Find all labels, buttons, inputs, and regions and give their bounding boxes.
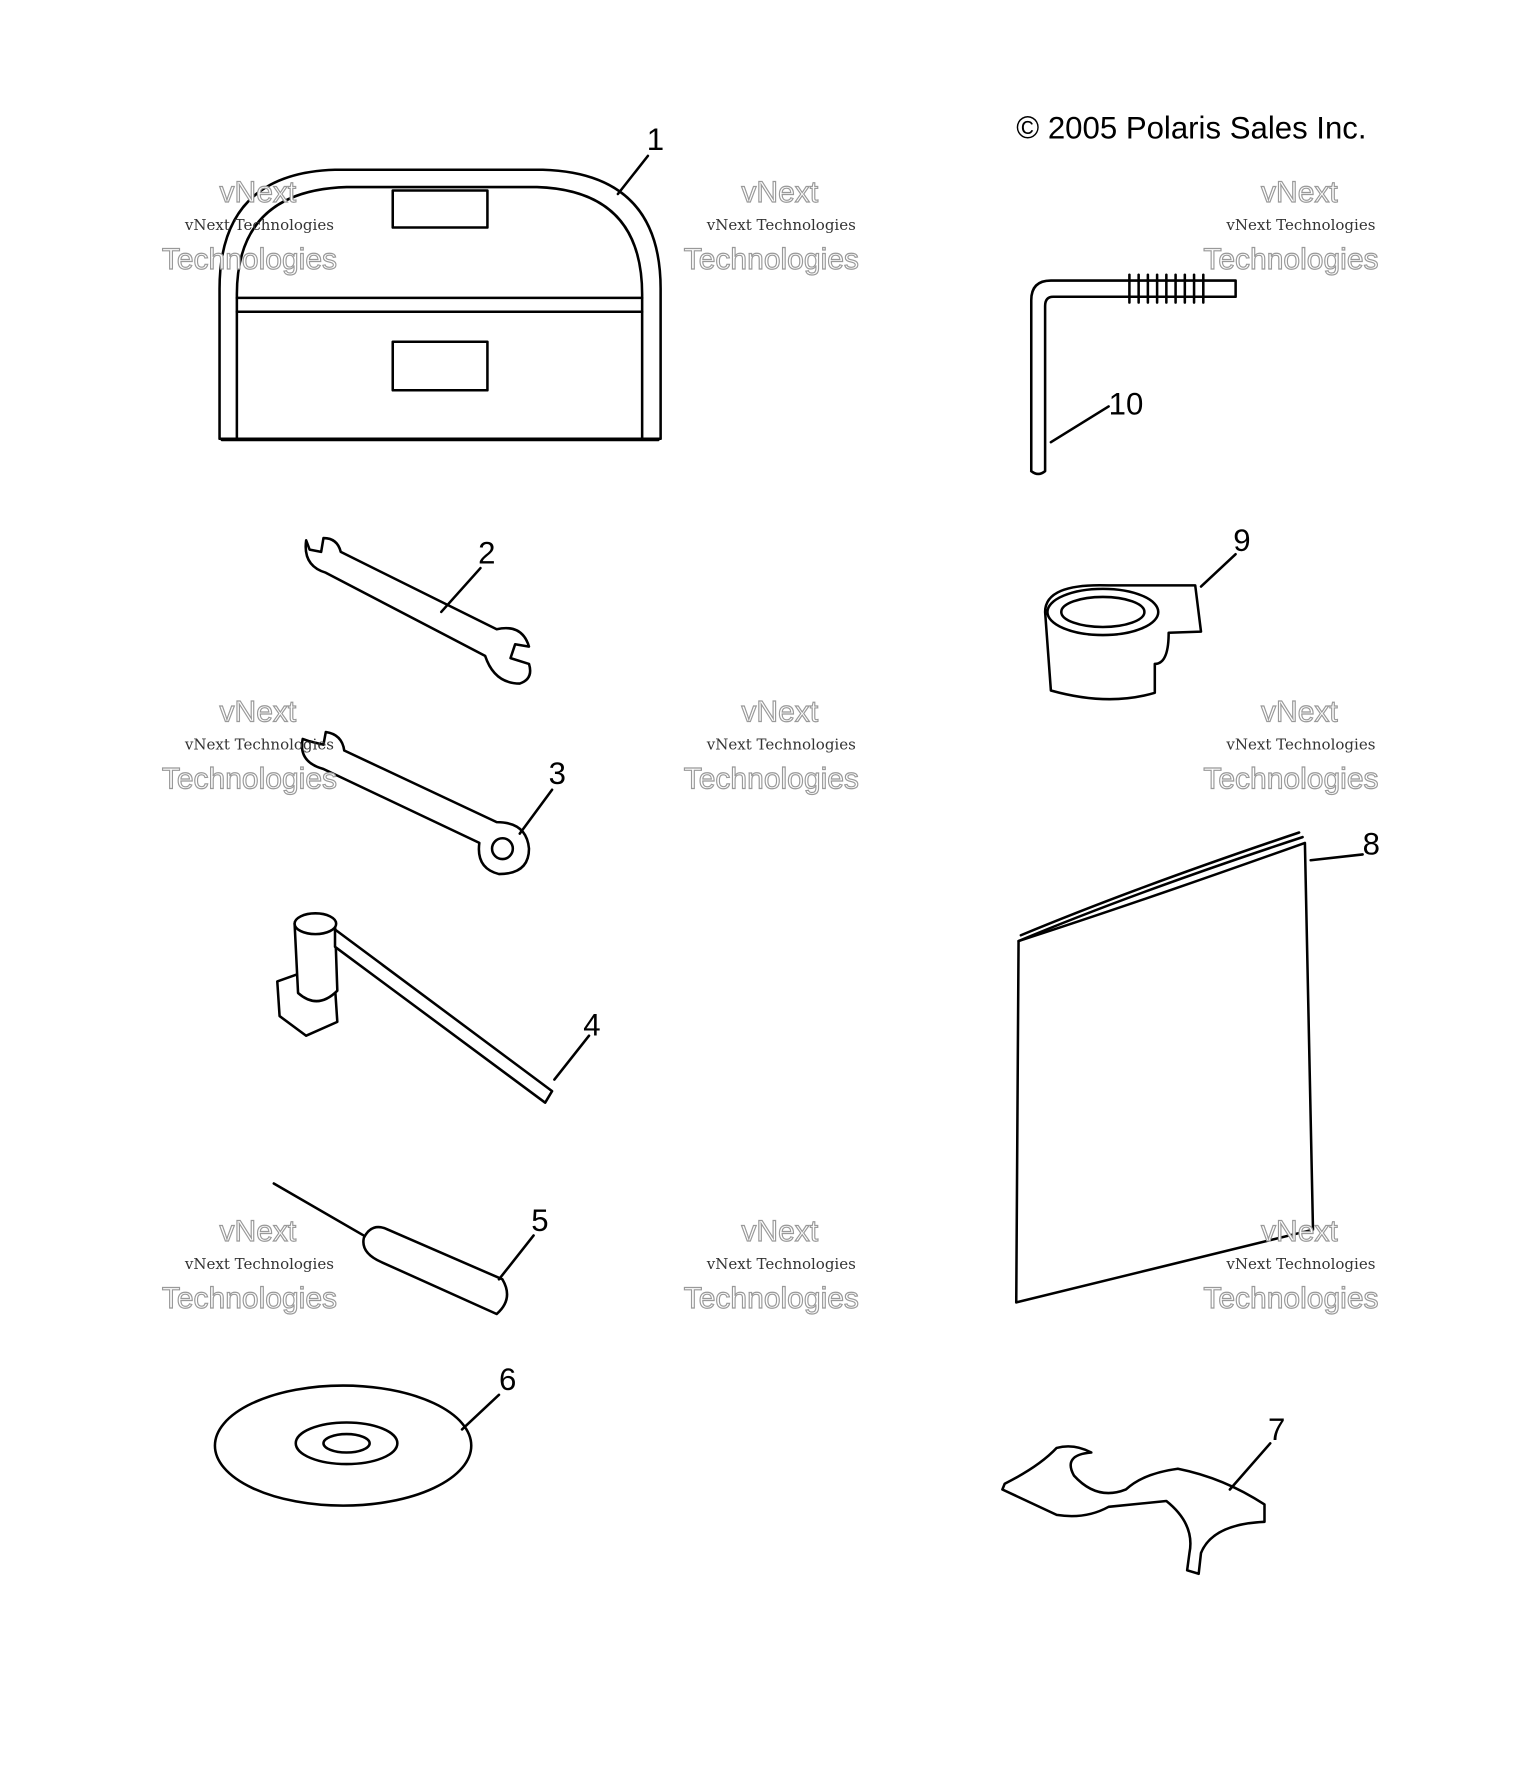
spanner-tool-part <box>1001 1442 1272 1576</box>
callout-10: 10 <box>1109 387 1144 422</box>
svg-text:Technologies: Technologies <box>684 243 859 276</box>
cd-disc-part <box>213 1384 501 1507</box>
callout-9: 9 <box>1233 523 1250 558</box>
callout-4: 4 <box>583 1008 600 1043</box>
svg-text:vNext: vNext <box>741 176 818 209</box>
svg-text:Technologies: Technologies <box>162 763 337 796</box>
callout-1: 1 <box>647 122 664 157</box>
svg-text:vNext Technologies: vNext Technologies <box>184 216 334 234</box>
tool-box-part <box>218 154 662 442</box>
svg-text:Technologies: Technologies <box>684 763 859 796</box>
svg-text:vNext: vNext <box>1261 1215 1338 1248</box>
svg-text:vNext Technologies: vNext Technologies <box>706 1255 856 1273</box>
svg-text:Technologies: Technologies <box>162 1282 337 1315</box>
svg-text:vNext: vNext <box>741 696 818 729</box>
svg-text:vNext Technologies: vNext Technologies <box>1225 216 1375 234</box>
watermark: vNext vNext Technologies Technologies <box>1203 175 1379 276</box>
svg-text:Technologies: Technologies <box>1203 1282 1378 1315</box>
callout-7: 7 <box>1268 1412 1285 1447</box>
svg-text:vNext Technologies: vNext Technologies <box>706 735 856 753</box>
combination-wrench-part <box>300 730 554 876</box>
callout-2: 2 <box>478 535 495 570</box>
svg-text:vNext: vNext <box>220 176 297 209</box>
svg-text:vNext: vNext <box>1261 696 1338 729</box>
watermark: vNext vNext Technologies Technologies <box>683 1215 859 1316</box>
svg-text:Technologies: Technologies <box>684 1282 859 1315</box>
svg-text:Technologies: Technologies <box>162 243 337 276</box>
svg-text:vNext: vNext <box>220 1215 297 1248</box>
callout-8: 8 <box>1363 826 1380 861</box>
svg-text:vNext: vNext <box>741 1215 818 1248</box>
svg-text:vNext Technologies: vNext Technologies <box>184 1255 334 1273</box>
screwdriver-part <box>272 1182 535 1316</box>
watermark: vNext vNext Technologies Technologies <box>161 1215 337 1316</box>
svg-text:Technologies: Technologies <box>1203 243 1378 276</box>
tape-strap-part <box>1043 552 1237 701</box>
spark-plug-socket-wrench-part <box>276 912 591 1104</box>
svg-text:vNext Technologies: vNext Technologies <box>706 216 856 234</box>
svg-text:vNext Technologies: vNext Technologies <box>1225 735 1375 753</box>
svg-text:vNext Technologies: vNext Technologies <box>1225 1255 1375 1273</box>
watermark: vNext vNext Technologies Technologies <box>1203 695 1379 796</box>
copyright-text: © 2005 Polaris Sales Inc. <box>1016 111 1366 146</box>
watermark: vNext vNext Technologies Technologies <box>161 695 337 796</box>
callout-5: 5 <box>531 1203 548 1238</box>
svg-text:vNext: vNext <box>220 696 297 729</box>
watermark: vNext vNext Technologies Technologies <box>683 175 859 276</box>
owners-manual-part <box>1014 831 1364 1304</box>
watermark: vNext vNext Technologies Technologies <box>683 695 859 796</box>
watermark: vNext vNext Technologies Technologies <box>1203 1215 1379 1316</box>
open-end-wrench-part <box>304 536 532 685</box>
svg-text:vNext Technologies: vNext Technologies <box>184 735 334 753</box>
watermarks: vNext vNext Technologies Technologies vN… <box>161 175 1379 1316</box>
svg-text:vNext: vNext <box>1261 176 1338 209</box>
svg-text:Technologies: Technologies <box>1203 763 1378 796</box>
l-wrench-part <box>1029 273 1237 476</box>
callout-6: 6 <box>499 1362 516 1397</box>
callout-3: 3 <box>549 756 566 791</box>
watermark: vNext vNext Technologies Technologies <box>161 175 337 276</box>
